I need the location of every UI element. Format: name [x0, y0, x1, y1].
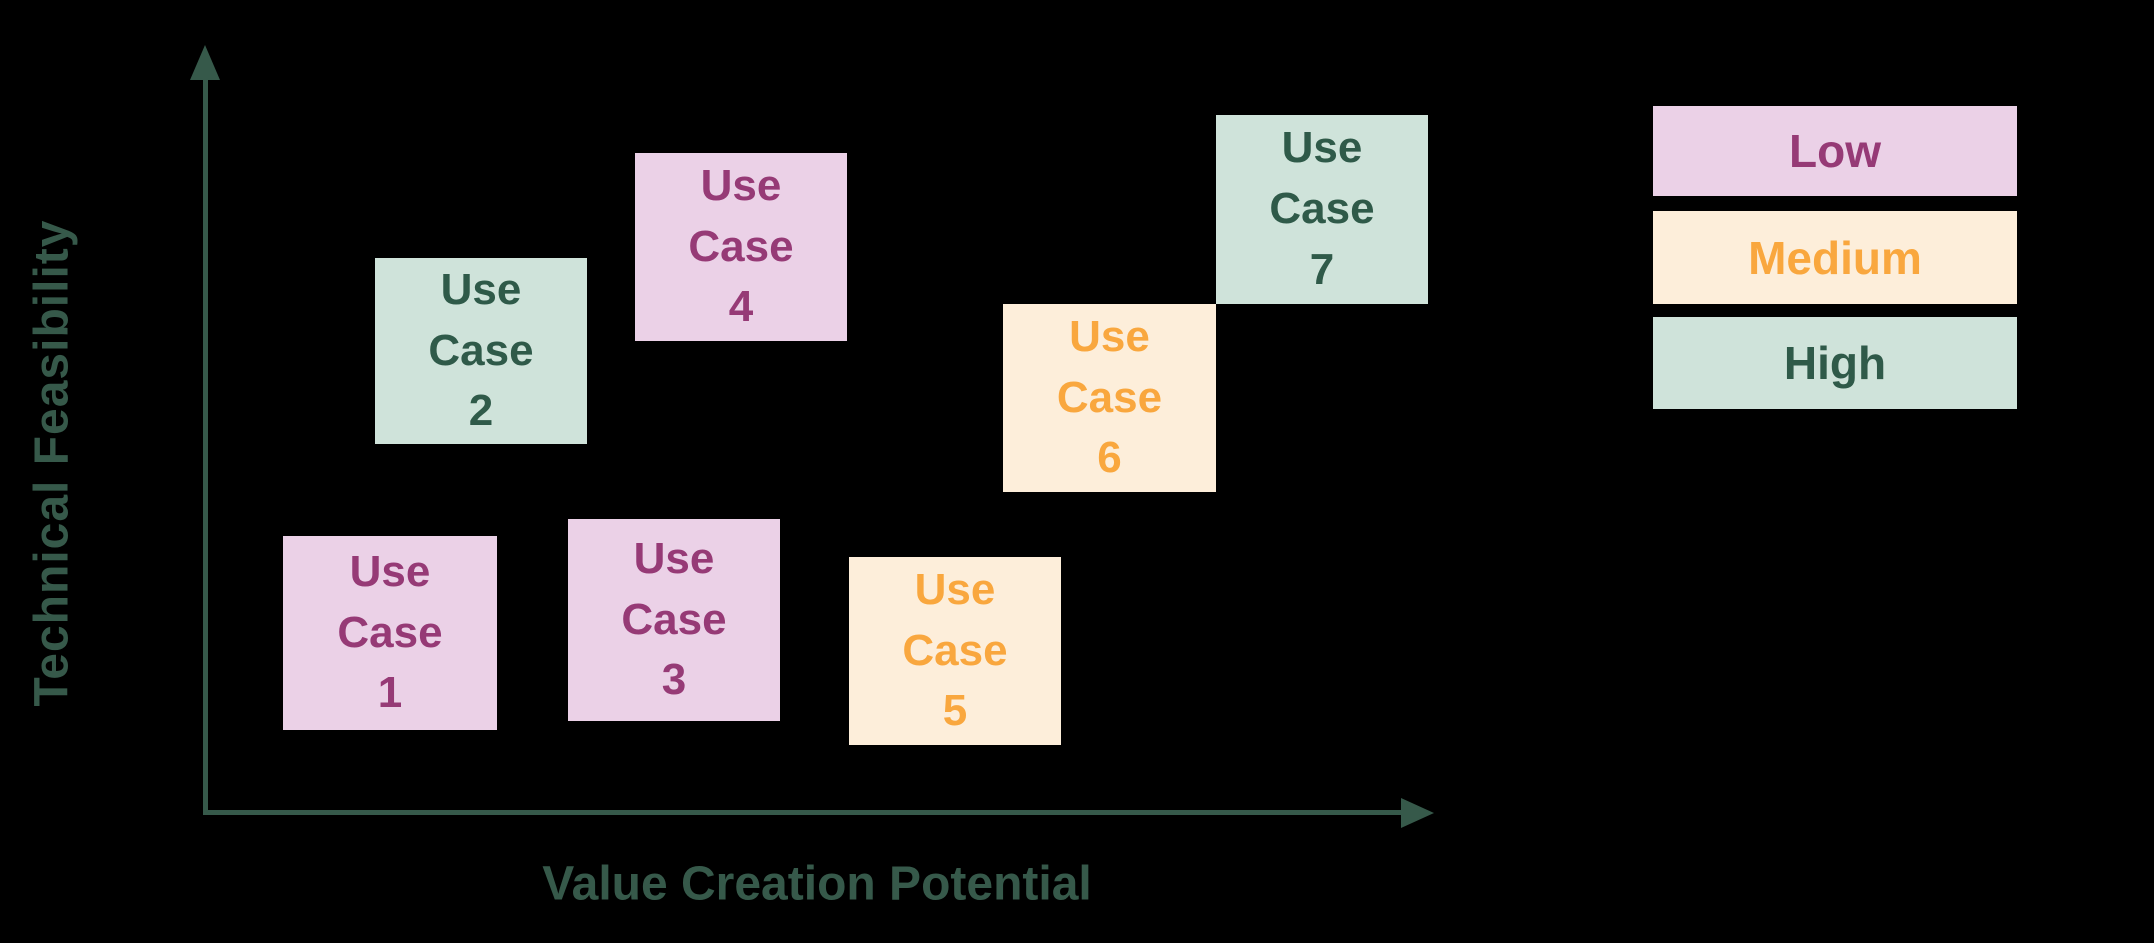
legend-item-low: Low: [1653, 106, 2017, 196]
use-case-3-box: Use Case 3: [568, 519, 780, 721]
use-case-1-box: Use Case 1: [283, 536, 497, 730]
use-case-6-box: Use Case 6: [1003, 304, 1216, 492]
legend-label-high: High: [1783, 337, 1887, 389]
y-axis-arrow-icon: [190, 45, 220, 80]
use-case-3-label: Use Case 3: [621, 533, 727, 705]
x-axis-arrow-icon: [1401, 798, 1434, 828]
use-case-2-label: Use Case 2: [428, 264, 534, 436]
y-axis-title: Technical Feasibility: [25, 219, 79, 707]
legend-item-medium: Medium: [1653, 211, 2017, 304]
legend-item-high: High: [1653, 317, 2017, 409]
use-case-2-box: Use Case 2: [375, 258, 587, 444]
use-case-5-box: Use Case 5: [849, 557, 1061, 745]
use-case-7-box: Use Case 7: [1216, 115, 1428, 304]
use-case-6-label: Use Case 6: [1056, 311, 1163, 483]
use-case-1-label: Use Case 1: [337, 546, 443, 718]
x-axis-title: Value Creation Potential: [542, 857, 1092, 911]
use-case-5-label: Use Case 5: [902, 564, 1008, 736]
legend-label-low: Low: [1789, 125, 1881, 177]
x-axis-line: [203, 810, 1403, 815]
use-case-4-label: Use Case 4: [688, 160, 794, 332]
y-axis-line: [203, 78, 208, 813]
use-case-7-label: Use Case 7: [1269, 123, 1375, 294]
legend-label-medium: Medium: [1748, 231, 1922, 284]
use-case-4-box: Use Case 4: [635, 153, 847, 341]
